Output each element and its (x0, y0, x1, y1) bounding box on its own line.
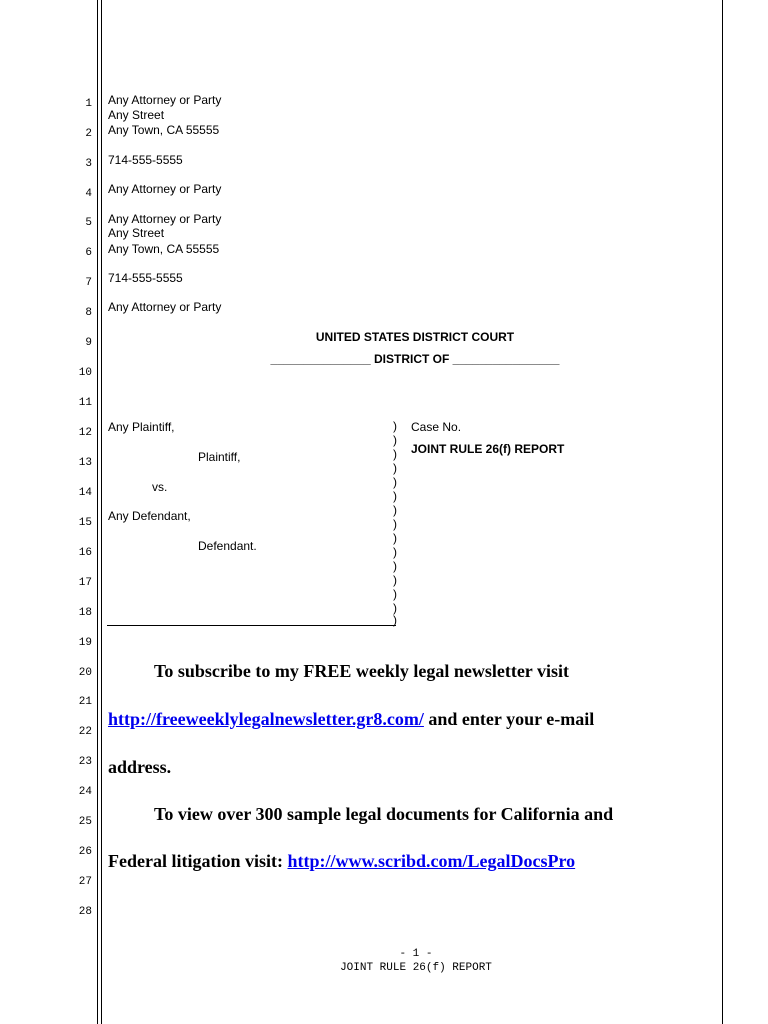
line-number: 14 (78, 487, 92, 499)
line-number: 2 (85, 128, 92, 140)
newsletter-paragraph-line1: To subscribe to my FREE weekly legal new… (154, 661, 569, 681)
samples-paragraph-line1: To view over 300 sample legal documents … (154, 804, 614, 824)
line-number: 6 (85, 247, 92, 259)
line-number: 23 (78, 756, 92, 768)
footer-title: JOINT RULE 26(f) REPORT (340, 962, 492, 974)
line-number: 20 (78, 667, 92, 679)
newsletter-paragraph-line2: http://freeweeklylegalnewsletter.gr8.com… (108, 709, 594, 729)
caption-paren: ) (393, 447, 397, 461)
line-number: 25 (78, 816, 92, 828)
case-number-label: Case No. (411, 420, 462, 434)
right-margin-rule (722, 0, 723, 1024)
line-number: 5 (85, 217, 92, 229)
attorney-street: Any Street (108, 108, 165, 122)
plaintiff-name: Any Plaintiff, (108, 420, 175, 434)
left-margin-rule (97, 0, 98, 1024)
line-number: 13 (78, 457, 92, 469)
line-number: 3 (85, 158, 92, 170)
page-number: - 1 - (399, 948, 433, 960)
line-number: 18 (78, 607, 92, 619)
line-number: 27 (78, 876, 92, 888)
line-number: 17 (78, 577, 92, 589)
line-number: 16 (78, 547, 92, 559)
attorney-name: Any Attorney or Party (108, 93, 222, 107)
caption-paren: ) (393, 503, 397, 517)
line-number: 1 (85, 98, 92, 110)
line-number: 15 (78, 517, 92, 529)
versus: vs. (152, 480, 168, 494)
line-number: 9 (85, 337, 92, 349)
line-number: 4 (85, 188, 92, 200)
caption-paren: ) (393, 475, 397, 489)
attorney-street-2: Any Street (108, 226, 165, 240)
newsletter-paragraph-line3: address. (108, 757, 172, 777)
caption-paren: ) (393, 587, 397, 601)
defendant-name: Any Defendant, (108, 509, 191, 523)
samples-text: Federal litigation visit: (108, 851, 288, 871)
samples-paragraph-line2: Federal litigation visit: http://www.scr… (108, 851, 575, 871)
line-number: 19 (78, 637, 92, 649)
line-number: 10 (78, 367, 92, 379)
attorney-city: Any Town, CA 55555 (108, 123, 220, 137)
attorney-city-2: Any Town, CA 55555 (108, 242, 220, 256)
attorney-phone-2: 714-555-5555 (108, 271, 183, 285)
line-number: 12 (78, 427, 92, 439)
caption-paren: ) (393, 517, 397, 531)
caption-paren: ) (393, 489, 397, 503)
caption-paren: ) (393, 613, 397, 627)
court-district: _______________ DISTRICT OF ____________… (270, 352, 560, 366)
caption-paren: ) (393, 419, 397, 433)
attorney-name-2: Any Attorney or Party (108, 212, 222, 226)
caption-paren: ) (393, 573, 397, 587)
caption-paren: ) (393, 545, 397, 559)
caption-paren: ) (393, 601, 397, 615)
caption-paren: ) (393, 433, 397, 447)
caption-paren: ) (393, 559, 397, 573)
caption-underline (107, 625, 396, 626)
court-name: UNITED STATES DISTRICT COURT (315, 330, 515, 344)
defendant-label: Defendant. (198, 539, 257, 553)
line-number: 11 (78, 397, 92, 409)
line-number: 28 (78, 906, 92, 918)
caption-paren: ) (393, 461, 397, 475)
line-number: 7 (85, 277, 92, 289)
newsletter-text: and enter your e-mail (423, 709, 595, 729)
line-number: 21 (78, 696, 92, 708)
left-margin-rule-inner (101, 0, 102, 1024)
plaintiff-label: Plaintiff, (198, 450, 241, 464)
line-number: 22 (78, 726, 92, 738)
caption-paren: ) (393, 531, 397, 545)
attorney-for-2: Any Attorney or Party (108, 300, 222, 314)
newsletter-link[interactable]: http://freeweeklylegalnewsletter.gr8.com… (108, 709, 424, 729)
line-number: 26 (78, 846, 92, 858)
scribd-link[interactable]: http://www.scribd.com/LegalDocsPro (287, 851, 576, 871)
attorney-phone: 714-555-5555 (108, 153, 183, 167)
attorney-for: Any Attorney or Party (108, 182, 222, 196)
line-number: 8 (85, 307, 92, 319)
document-title: JOINT RULE 26(f) REPORT (411, 442, 565, 456)
line-number: 24 (78, 786, 92, 798)
